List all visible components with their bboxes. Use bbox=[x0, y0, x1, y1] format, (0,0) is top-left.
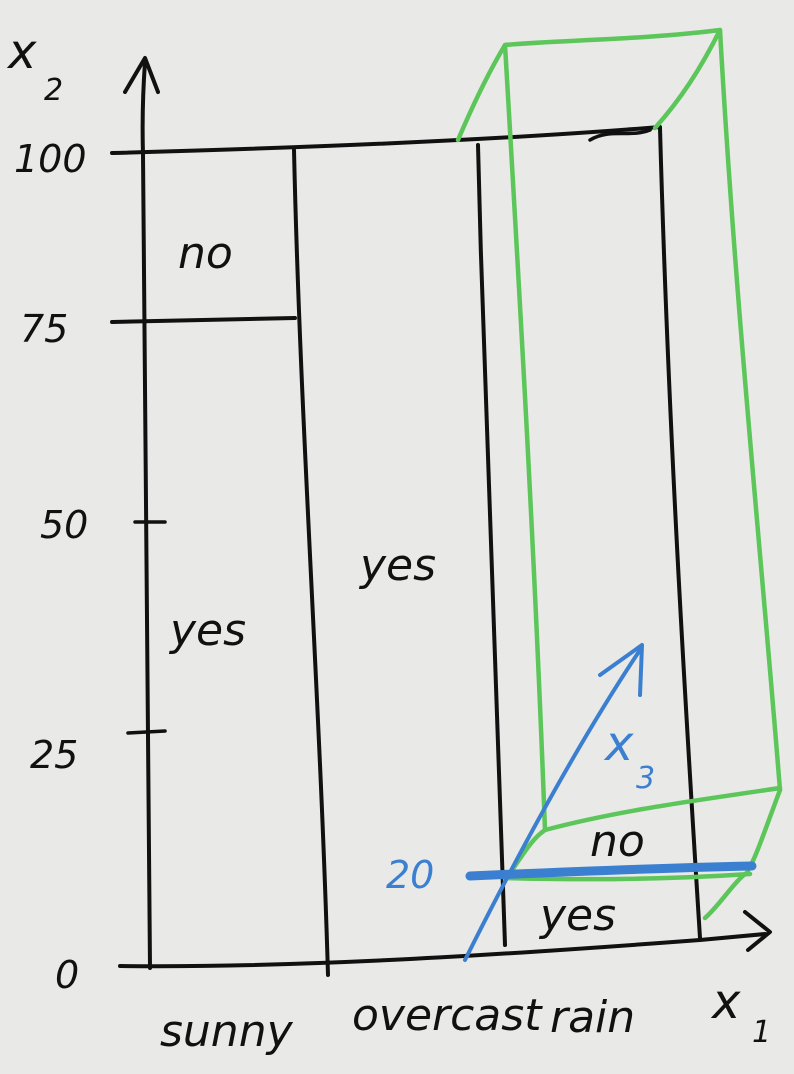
x2-axis-subscript: 2 bbox=[44, 73, 63, 108]
x3-threshold-label: 20 bbox=[386, 853, 434, 897]
x3-axis-arrowhead bbox=[598, 643, 644, 697]
sunny-split-line bbox=[110, 316, 297, 324]
x1-axis-line bbox=[118, 932, 767, 969]
divider-sunny-overcast bbox=[292, 148, 330, 977]
y-tick-25: 25 bbox=[30, 733, 78, 777]
divider-overcast-rain bbox=[476, 143, 507, 947]
x3-axis-line[interactable] bbox=[463, 648, 642, 962]
tick-mark-25 bbox=[126, 729, 167, 735]
region-sunny-low-label: yes bbox=[168, 605, 246, 656]
region-sunny-high-label: no bbox=[178, 228, 233, 279]
y-tick-50: 50 bbox=[40, 503, 88, 547]
rain-3d-box bbox=[455, 27, 783, 921]
x2-axis-line bbox=[140, 60, 152, 970]
x1-axis-subscript: 1 bbox=[752, 1015, 771, 1050]
y-tick-75: 75 bbox=[20, 307, 68, 351]
category-rain: rain bbox=[550, 992, 635, 1043]
category-sunny: sunny bbox=[160, 1006, 294, 1057]
region-rain-high-label: no bbox=[590, 816, 645, 867]
x3-axis-subscript: 3 bbox=[636, 761, 655, 796]
x3-axis-label: x bbox=[603, 716, 634, 772]
top-boundary-line bbox=[110, 125, 662, 155]
region-overcast-label: yes bbox=[358, 540, 436, 591]
x2-axis-arrowhead bbox=[123, 56, 160, 94]
x1-axis-label: x bbox=[710, 974, 741, 1030]
category-overcast: overcast bbox=[352, 990, 543, 1041]
x3-threshold-line[interactable] bbox=[465, 861, 757, 881]
x2-axis-label: x bbox=[6, 24, 37, 80]
divider-rain-right bbox=[658, 126, 702, 940]
top-boundary-scribble bbox=[588, 128, 652, 142]
x1-axis-arrowhead bbox=[743, 910, 772, 952]
y-tick-100: 100 bbox=[14, 137, 87, 181]
region-rain-low-label: yes bbox=[538, 890, 616, 941]
y-tick-0: 0 bbox=[55, 953, 79, 997]
